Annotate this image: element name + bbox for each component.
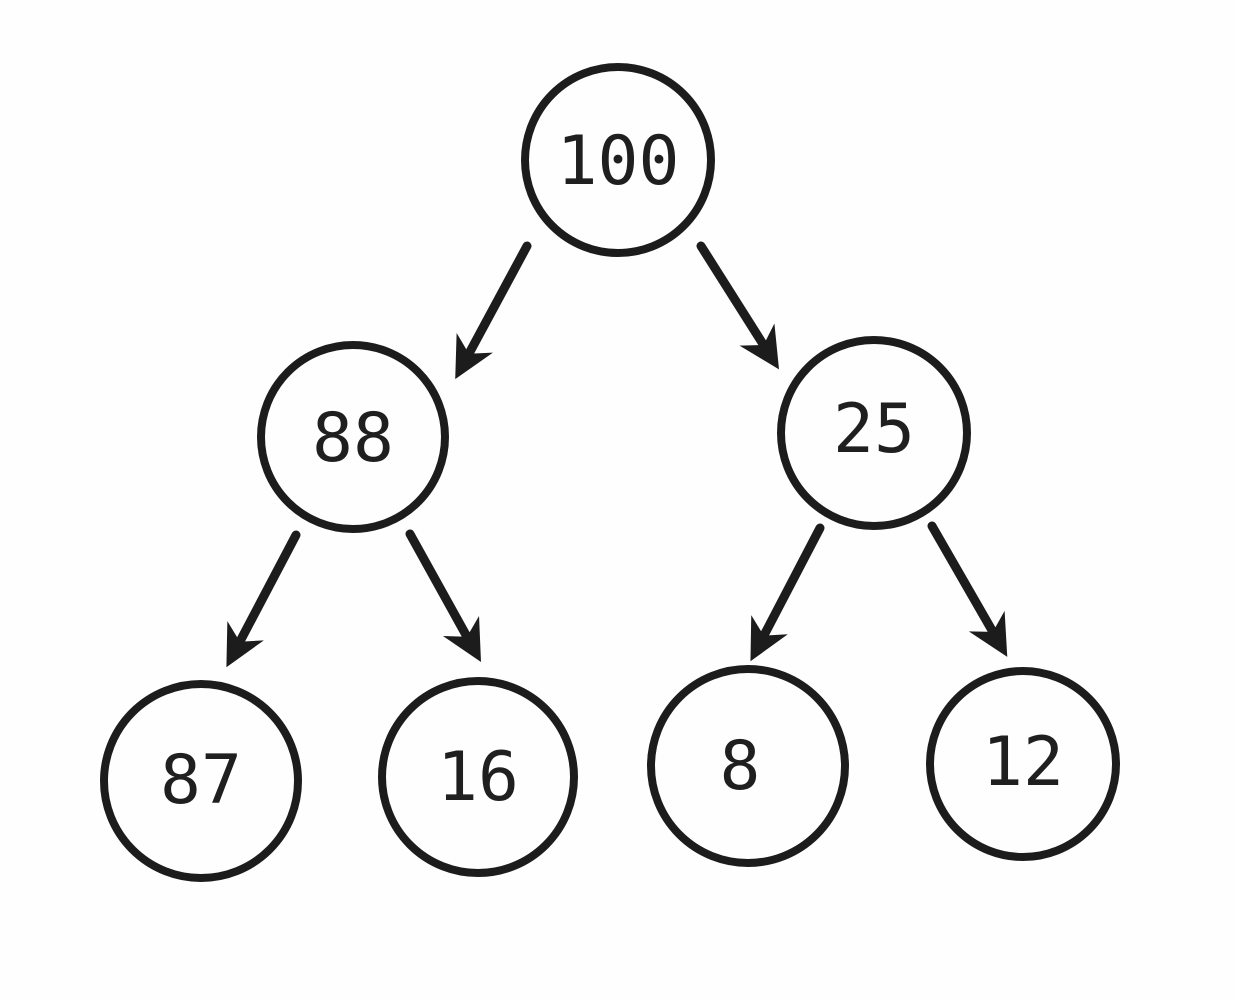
node-left-left-value: 87 xyxy=(160,741,242,820)
edge-88-to-87-arrow xyxy=(226,530,301,668)
node-left-left-circle xyxy=(100,680,302,882)
node-right-left-value: 8 xyxy=(720,727,761,806)
tree-edges xyxy=(226,241,1008,668)
edge-100-to-25-arrow xyxy=(696,241,780,370)
node-left-circle xyxy=(257,341,449,533)
node-right-value: 25 xyxy=(833,390,915,469)
tree-node-right: 25 xyxy=(777,336,971,530)
edge-25-to-12-arrow xyxy=(927,521,1008,657)
tree-nodes: 100 88 25 87 16 8 xyxy=(100,63,1120,882)
node-left-value: 88 xyxy=(312,399,394,478)
edge-100-to-88-arrow xyxy=(455,241,532,380)
tree-node-right-right: 12 xyxy=(926,667,1120,861)
edge-25-to-8-arrow xyxy=(750,523,825,662)
edge-88-to-16-arrow xyxy=(405,529,482,663)
node-left-right-value: 16 xyxy=(437,738,519,817)
tree-node-left-right: 16 xyxy=(378,677,578,877)
tree-node-root: 100 xyxy=(521,63,715,257)
node-root-circle xyxy=(521,63,715,257)
tree-node-left-left: 87 xyxy=(100,680,302,882)
node-right-right-value: 12 xyxy=(982,723,1064,802)
node-root-value: 100 xyxy=(557,122,680,201)
node-right-circle xyxy=(777,336,971,530)
node-right-right-circle xyxy=(926,667,1120,861)
tree-node-left: 88 xyxy=(257,341,449,533)
node-right-left-circle xyxy=(647,665,849,867)
tree-node-right-left: 8 xyxy=(647,665,849,867)
node-left-right-circle xyxy=(378,677,578,877)
